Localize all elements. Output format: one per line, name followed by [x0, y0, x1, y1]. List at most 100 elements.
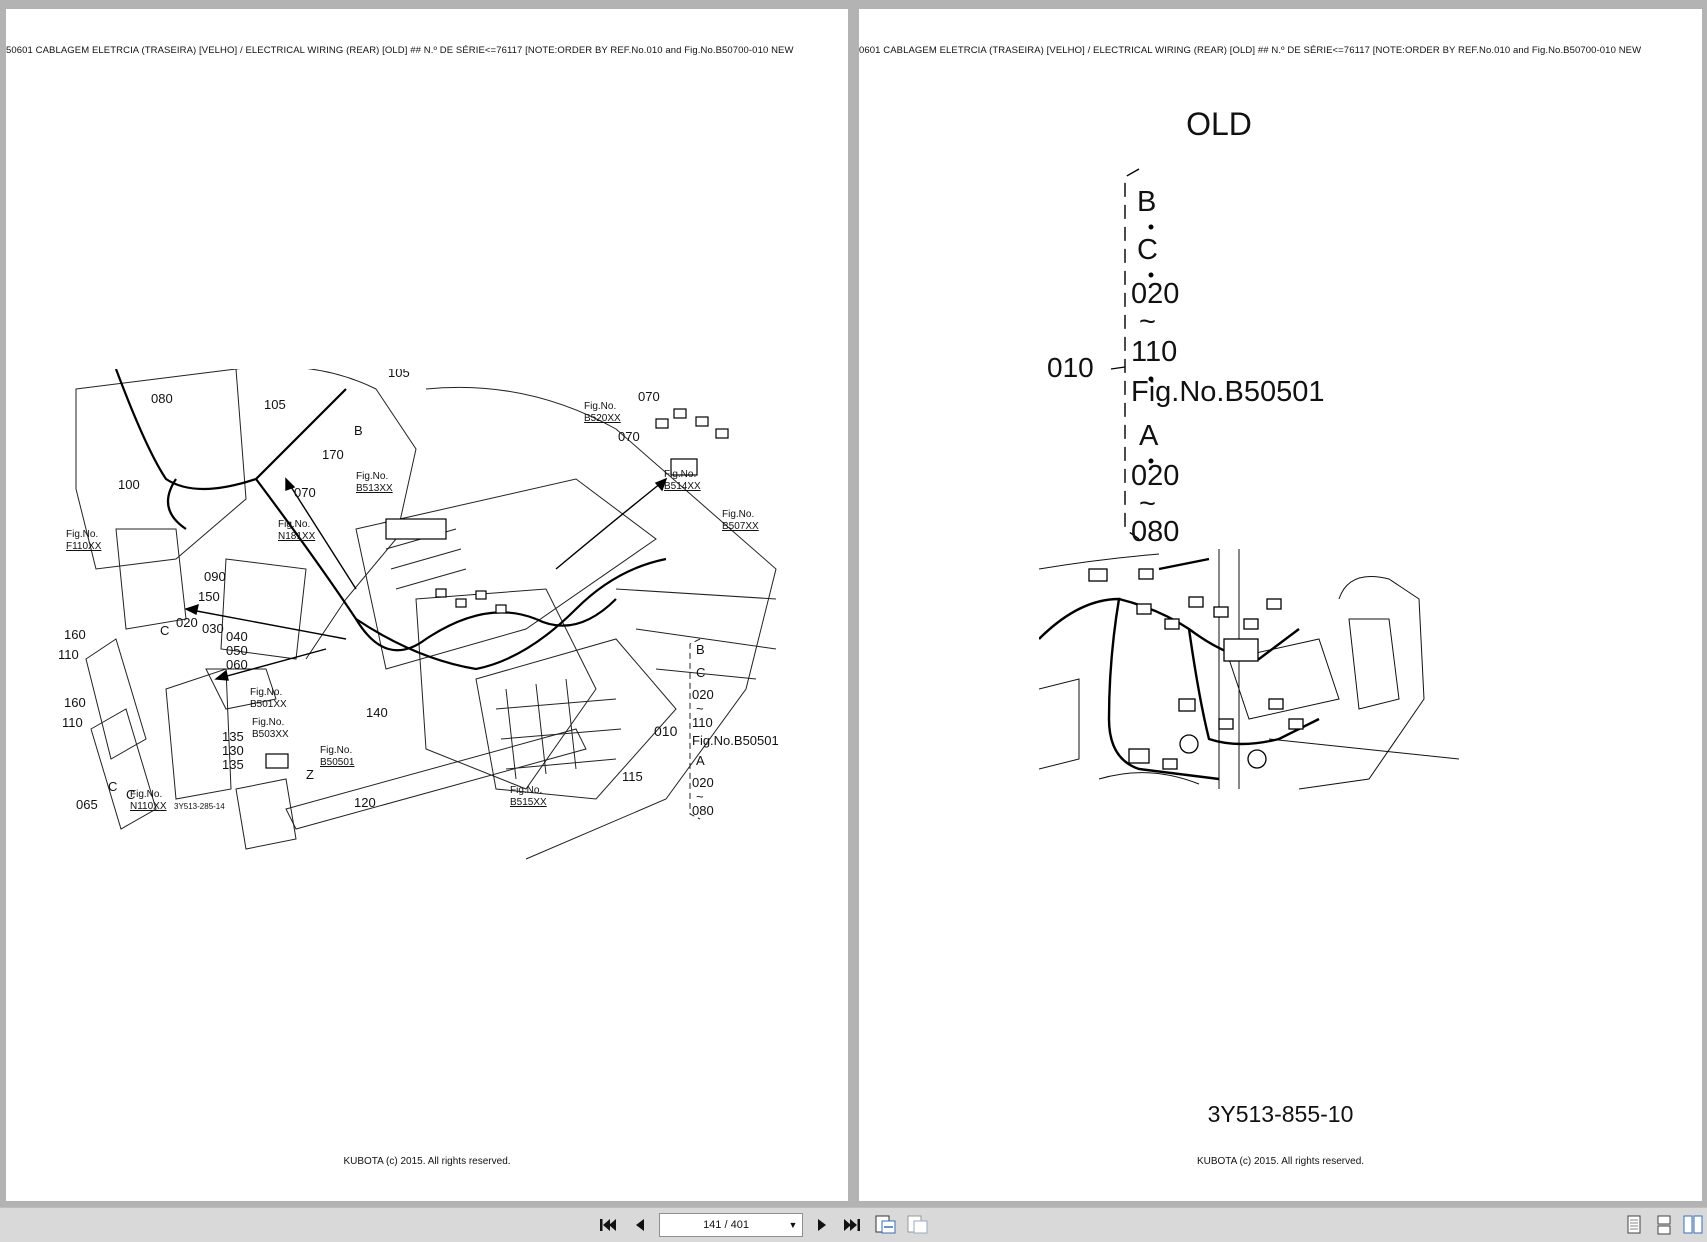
legend-item: A [1139, 420, 1159, 452]
drawing-code: 3Y513-285-14 [174, 802, 225, 811]
fig-ref: N110XX [130, 801, 167, 812]
legend-item: ~ [1139, 488, 1156, 520]
callout: 135 [222, 757, 244, 772]
callout: 110 [58, 647, 79, 662]
fig-ref: Fig.No. [664, 469, 696, 480]
legend-item: ~ [696, 701, 704, 716]
legend-item: 020 [692, 687, 714, 702]
diagram-title: OLD [1186, 106, 1252, 142]
legend-item: Fig.No.B50501 [692, 733, 779, 748]
callout: 170 [322, 447, 344, 462]
wiring-diagram-left: 080 080 070 105 105 105 170 070 100 070 … [58, 369, 779, 860]
callout: B [354, 423, 363, 438]
last-page-icon[interactable] [840, 1213, 864, 1237]
fig-ref: Fig.No. [66, 529, 98, 540]
fig-ref: Fig.No. [356, 471, 388, 482]
page-header: 0601 CABLAGEM ELETRCIA (TRASEIRA) [VELHO… [859, 45, 1642, 56]
page-indicator: 141 / 401 [703, 1219, 749, 1231]
callout: C [126, 787, 135, 802]
callout: 120 [354, 795, 376, 810]
fig-ref: Fig.No. [722, 509, 754, 520]
legend-ref: 010 [654, 723, 678, 739]
fig-ref: Fig.No. [250, 687, 282, 698]
callout: C [160, 623, 169, 638]
first-page-icon[interactable] [596, 1213, 620, 1237]
fit-width-icon[interactable] [874, 1213, 898, 1237]
callout: 110 [62, 715, 83, 730]
document-page-right: 0601 CABLAGEM ELETRCIA (TRASEIRA) [VELHO… [859, 9, 1702, 1201]
page-header: 50601 CABLAGEM ELETRCIA (TRASEIRA) [VELH… [6, 45, 794, 56]
legend-item: ~ [696, 789, 704, 804]
callout: 140 [366, 705, 388, 720]
fig-ref: F110XX [66, 541, 102, 552]
page-number-selector[interactable]: 141 / 401 ▼ [659, 1213, 803, 1237]
legend-item: B [696, 642, 705, 657]
fig-ref: B513XX [356, 483, 393, 494]
legend-item: A [696, 753, 705, 768]
fig-ref: B501XX [250, 699, 287, 710]
callout: 040 [226, 629, 248, 644]
legend-item: 080 [1131, 516, 1179, 548]
fig-ref: Fig.No. [510, 785, 542, 796]
fig-ref: B515XX [510, 797, 547, 808]
fit-page-icon[interactable] [906, 1213, 930, 1237]
callout: C [108, 779, 117, 794]
callout: 030 [202, 621, 224, 636]
callout: 105 [388, 369, 410, 380]
fig-ref: Fig.No. [584, 401, 616, 412]
legend-item: C [696, 665, 705, 680]
callout: 150 [198, 589, 220, 604]
callout: 080 [151, 391, 173, 406]
fig-ref: B520XX [584, 413, 621, 424]
page-footer: KUBOTA (c) 2015. All rights reserved. [343, 1156, 511, 1167]
legend-ref: 010 [1047, 352, 1094, 383]
document-page-left: 50601 CABLAGEM ELETRCIA (TRASEIRA) [VELH… [6, 9, 848, 1201]
callout: 065 [76, 797, 98, 812]
legend-item: B [1137, 186, 1156, 218]
legend-item: 080 [692, 803, 714, 818]
fig-ref: B514XX [664, 481, 701, 492]
legend-item: 110 [1131, 336, 1177, 368]
callout: 070 [294, 485, 316, 500]
callout: 070 [322, 369, 344, 372]
callout: 160 [64, 695, 86, 710]
two-page-view-icon[interactable] [1681, 1213, 1705, 1237]
legend-item: Fig.No.B50501 [1131, 376, 1324, 408]
callout: 115 [622, 769, 643, 784]
callout: 070 [618, 429, 640, 444]
single-page-view-icon[interactable] [1622, 1213, 1646, 1237]
part-number: 3Y513-855-10 [1207, 1101, 1354, 1127]
legend-item: 020 [692, 775, 714, 790]
viewer-toolbar: 141 / 401 ▼ [0, 1207, 1707, 1242]
continuous-view-icon[interactable] [1652, 1213, 1676, 1237]
callout: 100 [118, 477, 140, 492]
callout: Z [306, 767, 314, 782]
callout: 105 [264, 397, 286, 412]
callout: 020 [176, 615, 198, 630]
legend-item: ~ [1139, 306, 1156, 338]
fig-ref: Fig.No. [130, 789, 162, 800]
legend-item: 110 [692, 715, 713, 730]
callout: 090 [204, 569, 226, 584]
fig-ref: N181XX [278, 531, 316, 542]
callout: 135 [222, 729, 244, 744]
fig-ref: B503XX [252, 729, 289, 740]
next-page-icon[interactable] [810, 1213, 834, 1237]
previous-page-icon[interactable] [628, 1213, 652, 1237]
legend-diagram-right: OLD 010 B C 020 ~ 110 Fig.No.B50501 A 02… [1039, 106, 1459, 790]
page-footer: KUBOTA (c) 2015. All rights reserved. [1196, 1156, 1365, 1167]
fig-ref: Fig.No. [320, 745, 352, 756]
fig-ref: Fig.No. [278, 519, 310, 530]
legend-item: C [1137, 234, 1158, 266]
callout: 070 [638, 389, 660, 404]
callout: 160 [64, 627, 86, 642]
callout: 080 [138, 369, 160, 370]
legend-item: 020 [1131, 460, 1179, 492]
chevron-down-icon[interactable]: ▼ [788, 1220, 798, 1230]
callout: 060 [226, 657, 248, 672]
fig-ref: B507XX [722, 521, 759, 532]
callout: 130 [222, 743, 244, 758]
legend-item: 020 [1131, 278, 1179, 310]
fig-ref: B50501 [320, 757, 355, 768]
fig-ref: Fig.No. [252, 717, 284, 728]
